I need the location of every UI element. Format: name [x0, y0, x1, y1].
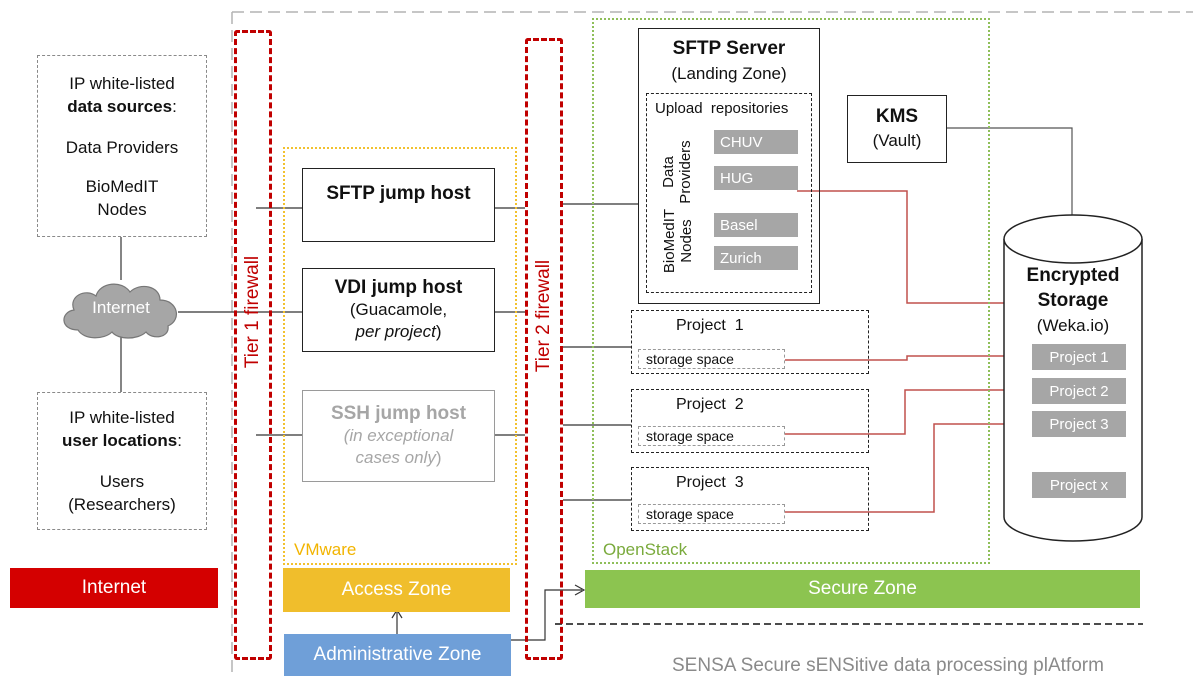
- project-name-3: Project 3: [676, 474, 744, 491]
- openstack-region: [592, 18, 990, 564]
- zone-secure: Secure Zone: [585, 570, 1140, 608]
- upload-repositories-label: Upload repositories: [655, 100, 789, 117]
- repo-basel: Basel: [714, 213, 798, 237]
- tier2-firewall: [525, 38, 563, 660]
- vdi-sub2: per project): [355, 322, 442, 341]
- repo-chuv: CHUV: [714, 130, 798, 154]
- storage-project-2: Project 2: [1032, 378, 1126, 404]
- zone-internet: Internet: [10, 568, 218, 608]
- users-item: Users (Researchers): [68, 472, 176, 514]
- tier1-firewall: [234, 30, 272, 660]
- project-box-3: [631, 467, 869, 531]
- ssh-sub2: cases only): [355, 448, 442, 467]
- storage-space-3: storage space: [638, 504, 785, 524]
- sftp-jump-host: SFTP jump host: [302, 168, 495, 242]
- sftp-server-subtitle: (Landing Zone): [671, 64, 787, 83]
- storage-project-3: Project 3: [1032, 411, 1126, 437]
- internet-cloud-label: Internet: [92, 298, 150, 317]
- openstack-label: OpenStack: [603, 540, 688, 559]
- ssh-jump-host: SSH jump host (in exceptional cases only…: [302, 390, 495, 482]
- users-heading: IP white-listed user locations:: [62, 408, 182, 450]
- data-sources-box: IP white-listed data sources: Data Provi…: [37, 55, 207, 237]
- vmware-region: [283, 147, 517, 565]
- zone-administrative: Administrative Zone: [284, 634, 511, 676]
- storage-project-1: Project 1: [1032, 344, 1126, 370]
- sources-heading: IP white-listed data sources:: [67, 73, 177, 116]
- upload-repositories: [646, 93, 812, 293]
- project-box-1: [631, 310, 869, 374]
- storage-project-x: Project x: [1032, 472, 1126, 498]
- project-name-2: Project 2: [676, 396, 744, 413]
- zone-access: Access Zone: [283, 568, 510, 612]
- repo-hug: HUG: [714, 166, 798, 190]
- sources-item-data-providers: Data Providers: [65, 137, 179, 157]
- footer-caption: SENSA Secure sENSitive data processing p…: [672, 655, 1104, 676]
- project-name-1: Project 1: [676, 317, 744, 334]
- user-locations-box: IP white-listed user locations: Users (R…: [37, 392, 207, 530]
- storage-space-1: storage space: [638, 349, 785, 369]
- repo-group-biomedit-nodes: BioMedIT Nodes: [661, 208, 695, 274]
- sftp-server-title: SFTP Server: [672, 38, 786, 59]
- vdi-jump-host: VDI jump host (Guacamole, per project): [302, 268, 495, 352]
- storage-title: Encrypted Storage (Weka.io): [1026, 265, 1120, 335]
- vmware-label: VMware: [294, 540, 357, 559]
- kms-box: KMS (Vault): [847, 95, 947, 163]
- repo-zurich: Zurich: [714, 246, 798, 270]
- project-box-2: [631, 389, 869, 453]
- sources-item-biomedit-nodes: BioMedIT Nodes: [85, 176, 159, 219]
- internet-cloud-icon: [63, 283, 177, 339]
- storage-space-2: storage space: [638, 426, 785, 446]
- sftp-server: [638, 28, 820, 304]
